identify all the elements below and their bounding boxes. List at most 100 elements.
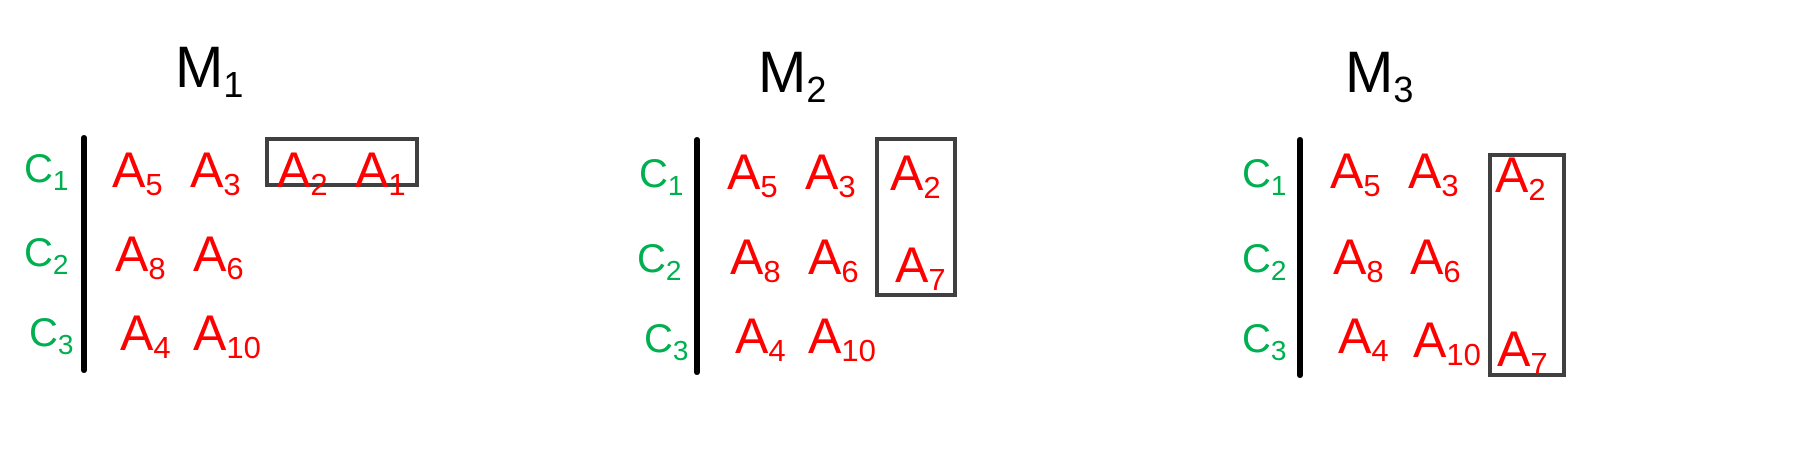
- attribute-label-subscript: 3: [1441, 168, 1458, 203]
- attribute-label-subscript: 7: [1530, 346, 1547, 381]
- attribute-label-subscript: 2: [1528, 172, 1545, 207]
- attribute-label-subscript: 5: [145, 167, 162, 202]
- class-label: C2: [637, 237, 681, 286]
- attribute-label-letter: A: [805, 144, 839, 200]
- highlight-box: [875, 137, 957, 297]
- attribute-label-letter: A: [193, 305, 227, 361]
- attribute-label-letter: A: [115, 226, 149, 282]
- attribute-label: A7: [895, 237, 946, 297]
- attribute-label-letter: A: [1410, 229, 1444, 285]
- attribute-label: A6: [193, 226, 244, 286]
- attribute-label-subscript: 1: [388, 167, 405, 202]
- class-label-subscript: 3: [58, 329, 74, 360]
- class-label-subscript: 2: [1271, 255, 1287, 286]
- attribute-label-letter: A: [727, 144, 761, 200]
- class-label-subscript: 2: [666, 255, 682, 286]
- class-label-subscript: 1: [1271, 170, 1287, 201]
- class-label-letter: C: [644, 317, 673, 361]
- attribute-label-letter: A: [1497, 321, 1531, 377]
- attribute-label: A4: [120, 305, 171, 365]
- attribute-label: A10: [808, 308, 876, 368]
- attribute-label-letter: A: [730, 229, 764, 285]
- attribute-label: A5: [112, 142, 163, 202]
- attribute-label-subscript: 8: [1366, 254, 1383, 289]
- attribute-label-letter: A: [808, 229, 842, 285]
- attribute-label-subscript: 4: [768, 333, 785, 368]
- attribute-label-letter: A: [193, 226, 227, 282]
- attribute-label: A2: [1495, 147, 1546, 207]
- attribute-label: A4: [735, 308, 786, 368]
- attribute-label-subscript: 6: [226, 251, 243, 286]
- attribute-label-letter: A: [1495, 147, 1529, 203]
- attribute-label: A3: [1408, 143, 1459, 203]
- attribute-label: A2: [890, 145, 941, 205]
- class-label: C3: [1242, 317, 1286, 366]
- class-label-letter: C: [24, 231, 53, 275]
- class-label-subscript: 3: [1271, 335, 1287, 366]
- attribute-label-letter: A: [112, 142, 146, 198]
- class-label-subscript: 1: [668, 170, 684, 201]
- highlight-box: [265, 137, 419, 187]
- attribute-label-subscript: 5: [760, 169, 777, 204]
- attribute-label-letter: A: [120, 305, 154, 361]
- class-label-subscript: 2: [53, 249, 69, 280]
- attribute-label: A10: [1413, 312, 1481, 372]
- attribute-label: A4: [1338, 308, 1389, 368]
- attribute-label-subscript: 4: [1371, 333, 1388, 368]
- matrix-title-letter: M: [1345, 40, 1393, 105]
- class-label: C1: [1242, 152, 1286, 201]
- attribute-label: A6: [1410, 229, 1461, 289]
- class-label-letter: C: [639, 152, 668, 196]
- attribute-label: A3: [190, 142, 241, 202]
- matrix-title-letter: M: [175, 35, 223, 100]
- class-label-letter: C: [1242, 237, 1271, 281]
- attribute-label-subscript: 2: [310, 167, 327, 202]
- attribute-label-subscript: 2: [923, 170, 940, 205]
- attribute-label-letter: A: [808, 308, 842, 364]
- matrix-title-subscript: 1: [223, 64, 243, 105]
- class-label-subscript: 1: [53, 165, 69, 196]
- attribute-label-letter: A: [277, 142, 311, 198]
- attribute-label-subscript: 10: [841, 333, 875, 368]
- class-label: C2: [1242, 237, 1286, 286]
- attribute-label-subscript: 7: [928, 262, 945, 297]
- attribute-label: A10: [193, 305, 261, 365]
- attribute-label-subscript: 10: [1446, 337, 1480, 372]
- class-label: C3: [644, 317, 688, 366]
- highlight-box: [1488, 153, 1566, 377]
- attribute-label-subscript: 6: [841, 254, 858, 289]
- attribute-label-subscript: 6: [1443, 254, 1460, 289]
- class-label-letter: C: [1242, 152, 1271, 196]
- attribute-label-letter: A: [890, 145, 924, 201]
- matrix-title-subscript: 3: [1393, 69, 1413, 110]
- attribute-label-letter: A: [1330, 143, 1364, 199]
- attribute-label: A8: [730, 229, 781, 289]
- attribute-label: A1: [355, 142, 406, 202]
- matrix-title-subscript: 2: [806, 69, 826, 110]
- matrix-title: M3: [1345, 40, 1413, 110]
- attribute-label-letter: A: [735, 308, 769, 364]
- attribute-label: A7: [1497, 321, 1548, 381]
- attribute-label: A8: [115, 226, 166, 286]
- attribute-label-subscript: 3: [838, 169, 855, 204]
- matrix-title-letter: M: [758, 40, 806, 105]
- attribute-label-subscript: 8: [148, 251, 165, 286]
- attribute-label-subscript: 5: [1363, 168, 1380, 203]
- attribute-label: A5: [727, 144, 778, 204]
- attribute-label-subscript: 10: [226, 330, 260, 365]
- attribute-label-letter: A: [895, 237, 929, 293]
- class-label: C2: [24, 231, 68, 280]
- attribute-label-subscript: 4: [153, 330, 170, 365]
- attribute-label-letter: A: [1333, 229, 1367, 285]
- class-label: C3: [29, 311, 73, 360]
- attribute-label: A6: [808, 229, 859, 289]
- class-label: C1: [24, 147, 68, 196]
- class-label-letter: C: [1242, 317, 1271, 361]
- attribute-label-letter: A: [1413, 312, 1447, 368]
- class-label-letter: C: [29, 311, 58, 355]
- attribute-label: A3: [805, 144, 856, 204]
